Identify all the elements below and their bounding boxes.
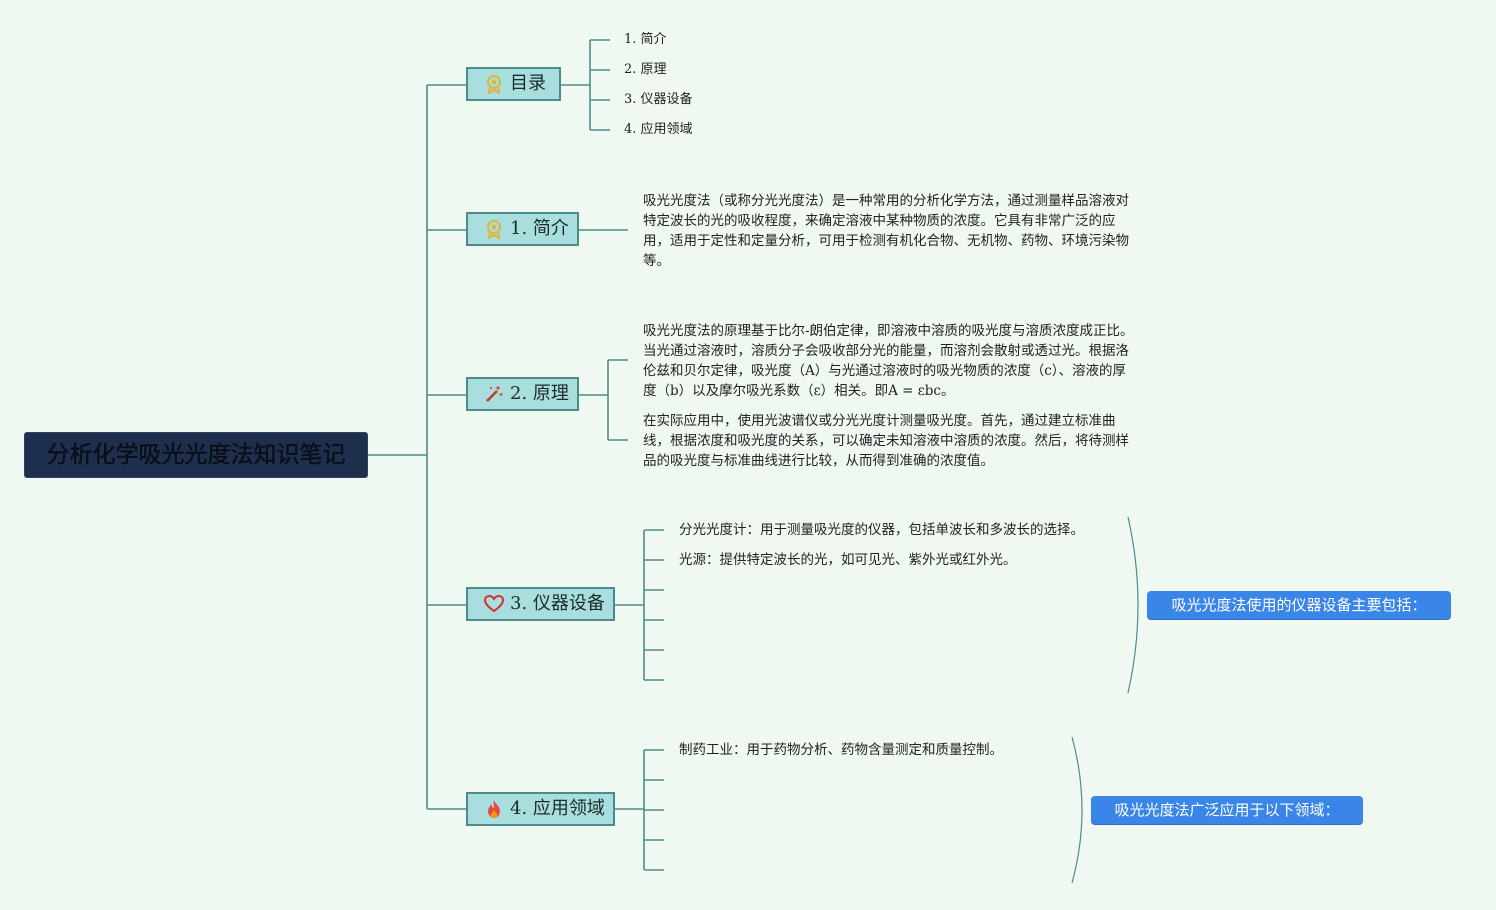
magic-wand-icon <box>484 384 504 404</box>
root-title: 分析化学吸光光度法知识笔记 <box>46 442 346 468</box>
applications-summary[interactable]: 吸光光度法广泛应用于以下领域： <box>1091 796 1363 824</box>
award-icon <box>484 219 504 240</box>
equipment-item[interactable]: 分光光度计：用于测量吸光度的仪器，包括单波长和多波长的选择。 <box>679 522 1084 538</box>
equipment-summary[interactable]: 吸光光度法使用的仪器设备主要包括： <box>1147 591 1451 619</box>
topic-principle[interactable]: 2. 原理 <box>466 377 579 411</box>
principle-text-1[interactable]: 吸光光度法的原理基于比尔-朗伯定律，即溶液中溶质的吸光度与溶质浓度成正比。当光通… <box>643 323 1134 399</box>
application-item[interactable]: 制药工业：用于药物分析、药物含量测定和质量控制。 <box>679 742 1003 758</box>
topic-toc[interactable]: 目录 <box>466 67 561 101</box>
root-topic[interactable]: 分析化学吸光光度法知识笔记 <box>25 433 367 477</box>
toc-item[interactable]: 2. 原理 <box>624 62 667 77</box>
equipment-item[interactable]: 光源：提供特定波长的光，如可见光、紫外光或红外光。 <box>679 552 1017 568</box>
principle-text-2[interactable]: 在实际应用中，使用光波谱仪或分光光度计测量吸光度。首先，通过建立标准曲线，根据浓… <box>643 413 1129 469</box>
fire-icon <box>484 799 504 819</box>
toc-item[interactable]: 4. 应用领域 <box>624 122 693 137</box>
toc-item[interactable]: 1. 简介 <box>624 32 667 47</box>
topic-intro[interactable]: 1. 简介 <box>466 212 579 246</box>
heart-icon <box>483 594 505 614</box>
topic-toc-label: 目录 <box>510 73 546 94</box>
topic-principle-label: 2. 原理 <box>510 383 569 404</box>
topic-equipment[interactable]: 3. 仪器设备 <box>466 587 615 621</box>
topic-equipment-label: 3. 仪器设备 <box>510 593 605 614</box>
topic-applications[interactable]: 4. 应用领域 <box>466 792 615 826</box>
topic-intro-label: 1. 简介 <box>510 218 569 239</box>
award-icon <box>484 74 504 95</box>
toc-item[interactable]: 3. 仪器设备 <box>624 92 693 107</box>
topic-applications-label: 4. 应用领域 <box>510 798 605 819</box>
intro-text[interactable]: 吸光光度法（或称分光光度法）是一种常用的分析化学方法，通过测量样品溶液对特定波长… <box>643 193 1129 269</box>
